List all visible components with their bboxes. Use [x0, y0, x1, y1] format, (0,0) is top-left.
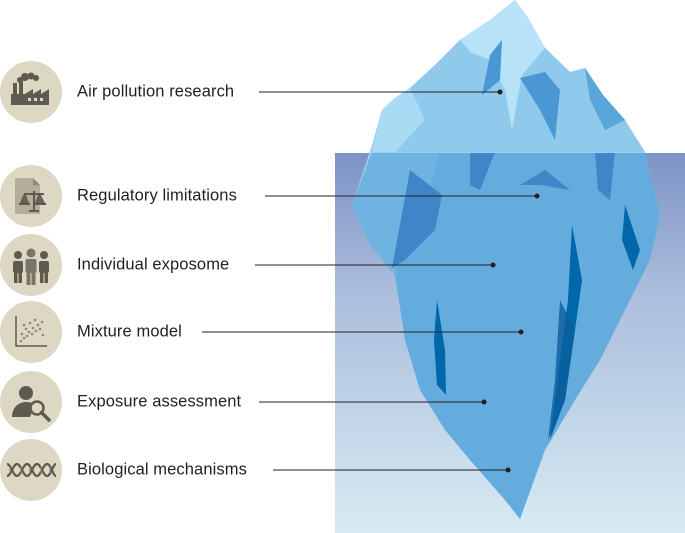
scatter-plot-icon	[0, 301, 62, 363]
factory-icon	[0, 61, 62, 123]
leader-dot-exposure	[481, 399, 487, 405]
label-individual-exposome: Individual exposome	[77, 255, 230, 274]
leader-dot-exposome	[490, 262, 496, 268]
iceberg	[352, 0, 660, 519]
people-group-icon	[0, 234, 62, 296]
leader-dot-mixture	[518, 329, 524, 335]
item-exposure-assessment: Exposure assessment	[0, 371, 270, 433]
label-biological-mechanisms: Biological mechanisms	[77, 460, 247, 479]
item-regulatory-limitations: Regulatory limitations	[0, 165, 270, 227]
label-exposure-assessment: Exposure assessment	[77, 392, 242, 411]
item-air-pollution-research: Air pollution research	[0, 61, 270, 123]
item-mixture-model: Mixture model	[0, 301, 270, 363]
dna-icon	[0, 439, 62, 501]
leader-dot-regulatory	[534, 193, 540, 199]
document-scale-icon	[0, 165, 62, 227]
label-air-pollution-research: Air pollution research	[77, 82, 235, 101]
leader-dot-biological	[505, 467, 511, 473]
person-magnifier-icon	[0, 371, 62, 433]
label-regulatory-limitations: Regulatory limitations	[77, 186, 237, 205]
item-individual-exposome: Individual exposome	[0, 234, 270, 296]
leader-lines	[202, 89, 540, 473]
leader-dot-air-pollution	[497, 89, 503, 95]
item-biological-mechanisms: Biological mechanisms	[0, 439, 270, 501]
label-mixture-model: Mixture model	[77, 322, 182, 341]
